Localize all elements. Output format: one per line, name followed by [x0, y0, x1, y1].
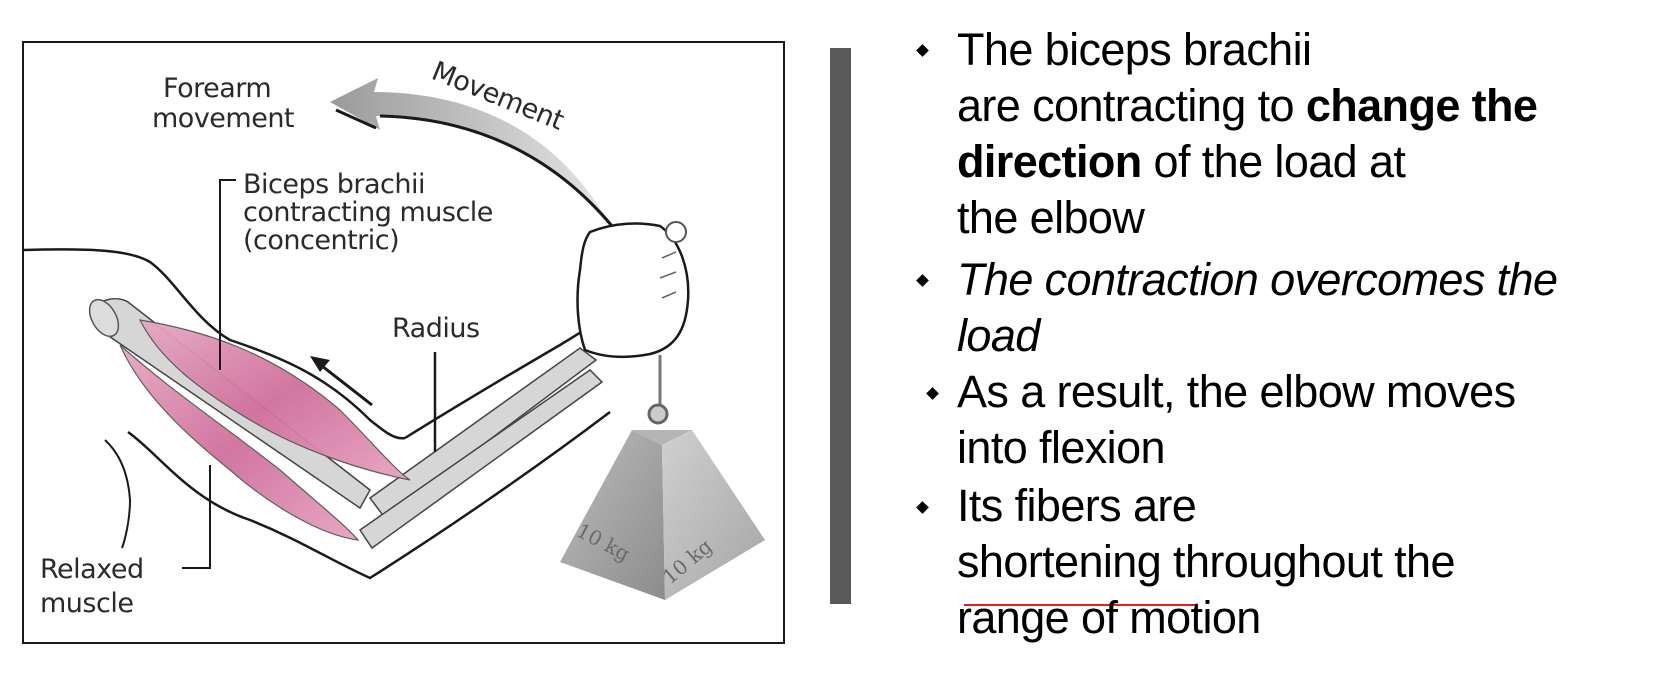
bullet-diamond-icon [916, 274, 929, 287]
text-segment: throughout the [1161, 536, 1455, 587]
bullet-4-line-1: Its fibers are [957, 478, 1197, 534]
emphasis-change-the: change the [1305, 80, 1538, 131]
spellcheck-word-shortening: shortening [957, 536, 1162, 587]
text-segment: range of motion [957, 592, 1261, 643]
text-segment: the elbow [957, 192, 1145, 243]
bullet-1-line-3: direction of the load at [957, 134, 1406, 190]
movement-arrow-icon [330, 78, 614, 232]
label-relaxed-1: Relaxed [40, 554, 144, 585]
bullet-4-line-2: shortening throughout the [957, 534, 1456, 590]
vertical-divider-bar [830, 48, 851, 604]
spellcheck-underline [964, 604, 1196, 606]
label-biceps-2: contracting muscle [243, 197, 493, 228]
bullet-4-line-3: range of motion [957, 590, 1261, 646]
text-segment: Its fibers are [957, 480, 1197, 531]
arm-illustration: Forearm movement Movement Biceps brachii… [23, 56, 765, 619]
label-forearm-movement-1: Forearm [163, 73, 271, 104]
text-segment: load [957, 310, 1040, 361]
biceps-leader-line [219, 179, 236, 370]
label-forearm-movement-2: movement [152, 103, 294, 134]
bullet-2-line-2: load [957, 308, 1040, 364]
relaxed-leader-line [182, 465, 211, 569]
bullet-3-line-2: into flexion [957, 420, 1166, 476]
bullet-2-line-1: The contraction overcomes the [957, 252, 1558, 308]
label-biceps-3: (concentric) [243, 225, 399, 256]
bullet-1-line-4: the elbow [957, 190, 1145, 246]
bullet-3-line-1: As a result, the elbow moves [957, 364, 1516, 420]
weight-icon [560, 430, 765, 600]
emphasis-direction: direction [957, 136, 1142, 187]
text-segment: The biceps brachii [957, 24, 1312, 75]
bullet-diamond-icon [926, 387, 939, 400]
bullet-1-line-1: The biceps brachii [957, 22, 1312, 78]
bullet-diamond-icon [916, 501, 929, 514]
contraction-arrow-icon [310, 356, 373, 407]
label-biceps-1: Biceps brachii [243, 169, 425, 200]
bullet-1-line-2: are contracting to change the [957, 78, 1538, 134]
text-segment: are contracting to [957, 80, 1306, 131]
label-relaxed-2: muscle [40, 588, 133, 619]
bullet-diamond-icon [916, 44, 929, 57]
label-radius: Radius [392, 313, 480, 344]
text-segment: As a result, the elbow moves [957, 366, 1516, 417]
fist-icon [576, 221, 690, 359]
text-segment: The contraction overcomes the [957, 254, 1558, 305]
text-segment: into flexion [957, 422, 1166, 473]
text-segment: of the load at [1141, 136, 1406, 187]
